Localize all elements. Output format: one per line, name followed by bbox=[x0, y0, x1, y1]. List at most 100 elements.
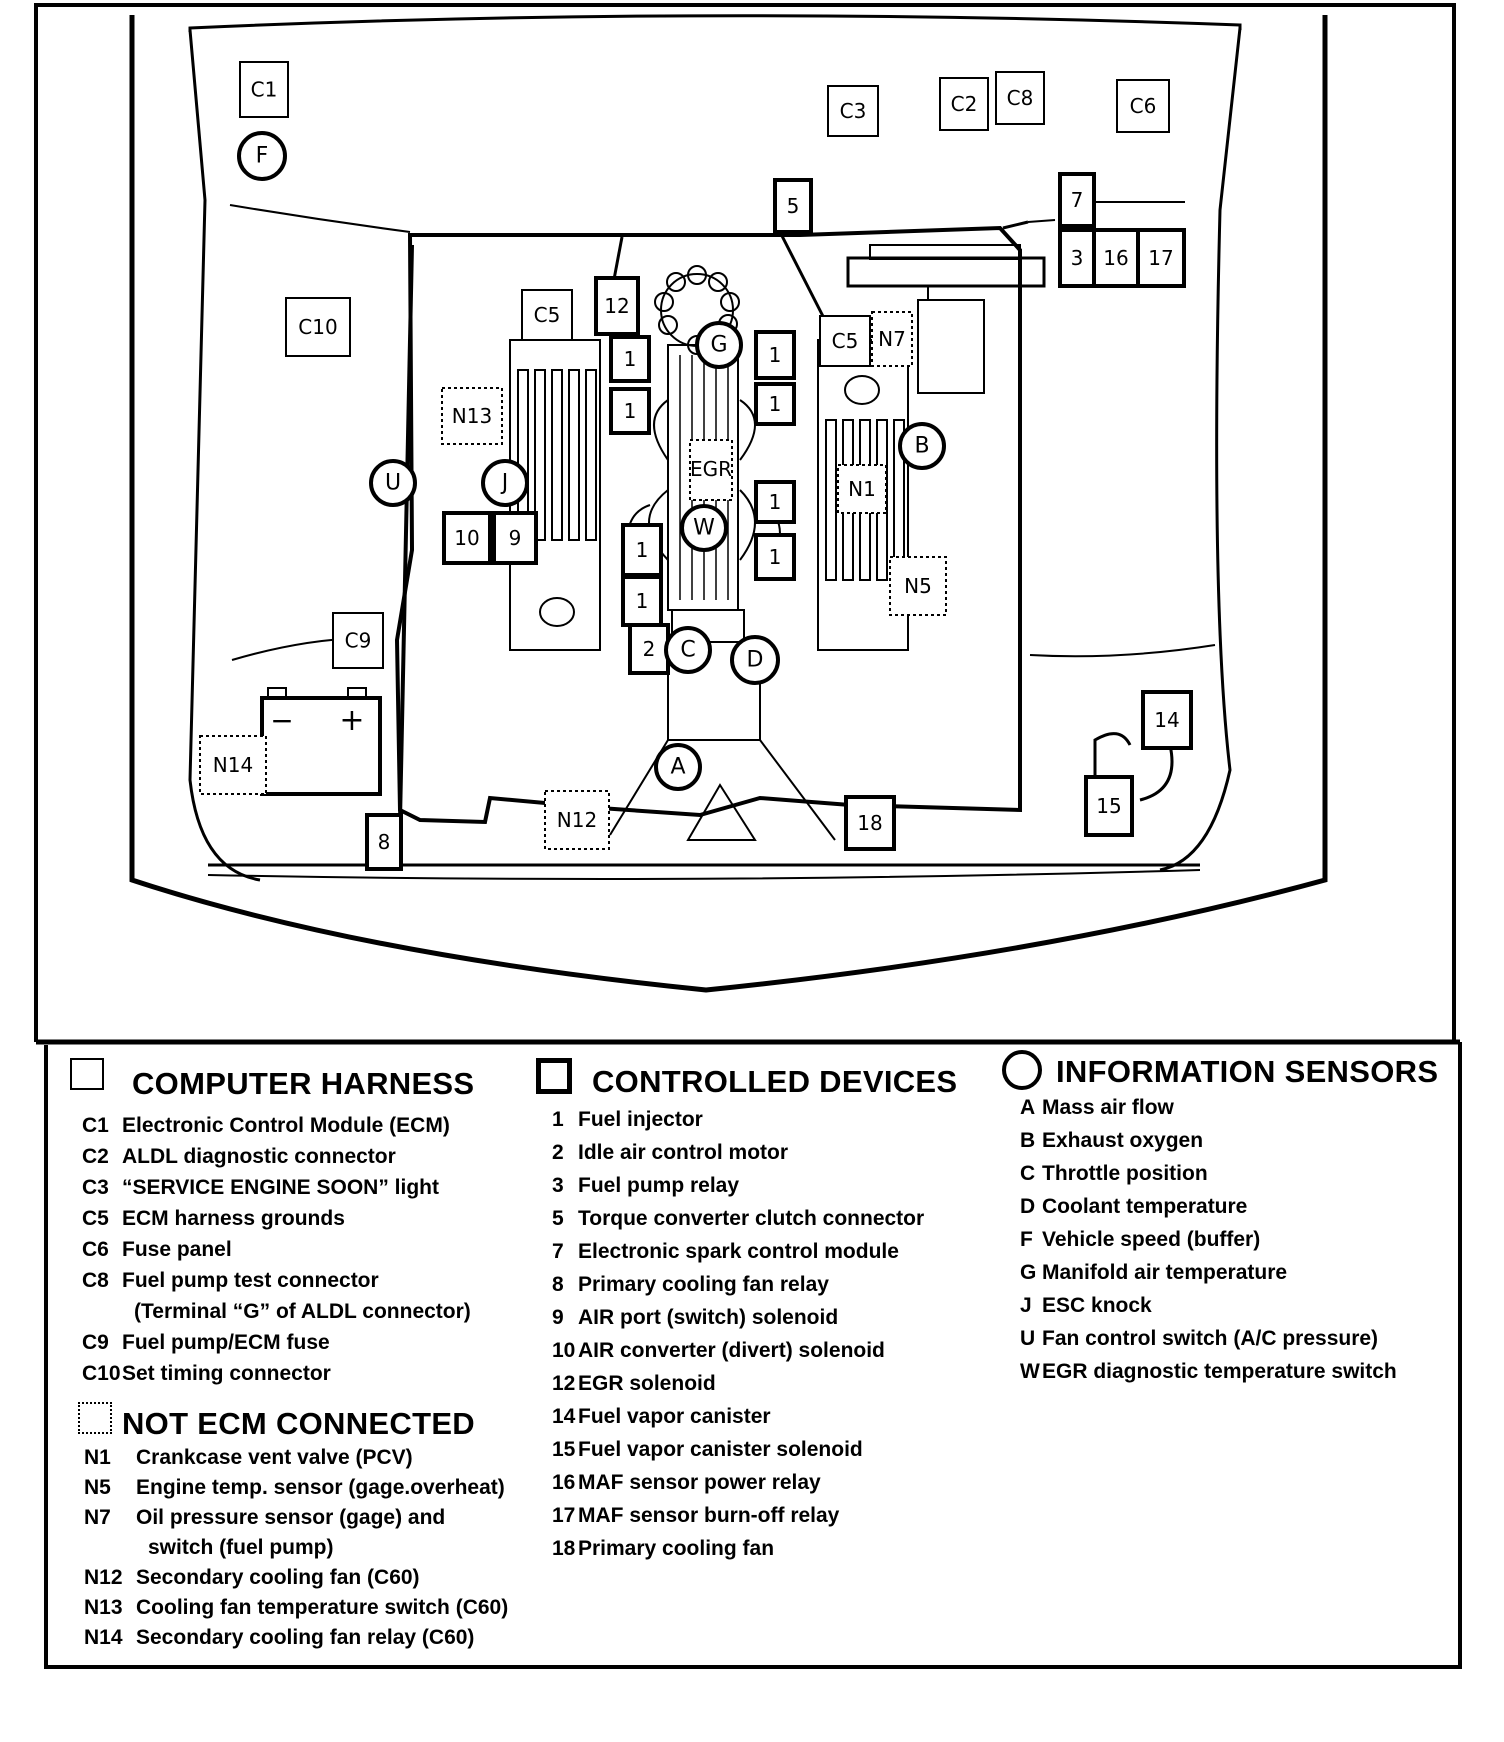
controlled-device-box bbox=[609, 335, 651, 383]
legend-item-code: U bbox=[1020, 1327, 1036, 1350]
legend-item-code: B bbox=[1020, 1129, 1036, 1152]
controlled-device-box bbox=[609, 387, 651, 435]
information-sensor-label: G bbox=[710, 333, 727, 358]
legend-item-text: Fuel pump relay bbox=[578, 1174, 740, 1197]
legend-item-code: 15 bbox=[552, 1438, 576, 1461]
legend-item: C5 ECM harness grounds bbox=[82, 1207, 552, 1238]
information-sensor-label: B bbox=[914, 434, 929, 459]
legend-item-text: Vehicle speed (buffer) bbox=[1042, 1228, 1261, 1251]
information-sensor-label: J bbox=[500, 471, 509, 496]
harness-connector-label: C6 bbox=[1130, 94, 1157, 118]
controlled-device-box bbox=[754, 382, 796, 426]
information-sensors-symbol bbox=[1002, 1050, 1042, 1090]
controlled-device-box bbox=[1092, 228, 1140, 288]
harness-connector-box bbox=[1116, 79, 1170, 133]
legend-item-text: Electronic spark control module bbox=[578, 1240, 899, 1263]
legend-item-code: N14 bbox=[84, 1626, 123, 1649]
legend-item-text: (Terminal “G” of ALDL connector) bbox=[134, 1300, 471, 1323]
controlled-device-label: 1 bbox=[636, 589, 649, 613]
information-sensor-circle bbox=[695, 321, 743, 369]
legend-item-code: 17 bbox=[552, 1504, 576, 1527]
controlled-device-label: 1 bbox=[769, 343, 782, 367]
controlled-device-label: 1 bbox=[769, 545, 782, 569]
information-sensor-label: A bbox=[670, 755, 685, 780]
legend-item-text: Primary cooling fan bbox=[578, 1537, 775, 1560]
controlled-device-box bbox=[1058, 228, 1096, 288]
not-ecm-box bbox=[544, 790, 610, 850]
harness-connector-label: C1 bbox=[251, 78, 278, 102]
legend-item-text: AIR converter (divert) solenoid bbox=[578, 1339, 885, 1362]
not-ecm-label: N12 bbox=[557, 808, 597, 832]
legend-item-code: F bbox=[1020, 1228, 1033, 1251]
legend-item-code: 14 bbox=[552, 1405, 576, 1428]
legend-title-controlled-devices: CONTROLLED DEVICES bbox=[592, 1064, 958, 1099]
legend-item-code: W bbox=[1020, 1360, 1040, 1383]
legend-item-text: Manifold air temperature bbox=[1042, 1261, 1288, 1284]
legend-item-text: Fuel pump test connector bbox=[122, 1269, 379, 1292]
legend-title-information-sensors: INFORMATION SENSORS bbox=[1056, 1054, 1439, 1089]
controlled-device-box bbox=[1141, 690, 1193, 750]
legend-item-code: D bbox=[1020, 1195, 1036, 1218]
legend-item-code: 5 bbox=[552, 1207, 564, 1230]
controlled-device-label: 9 bbox=[509, 526, 522, 550]
legend-item-text: MAF sensor burn-off relay bbox=[578, 1504, 840, 1527]
harness-connector-label: C10 bbox=[298, 315, 337, 339]
legend-item-text: EGR solenoid bbox=[578, 1372, 716, 1395]
legend-item-text: Exhaust oxygen bbox=[1042, 1129, 1204, 1152]
legend-item-text: Secondary cooling fan relay (C60) bbox=[136, 1626, 475, 1649]
controlled-device-box bbox=[621, 575, 663, 627]
harness-connector-box bbox=[939, 77, 989, 131]
legend-item-text: AIR port (switch) solenoid bbox=[578, 1306, 839, 1329]
information-sensor-circle bbox=[664, 626, 712, 674]
legend-item-text: ECM harness grounds bbox=[122, 1207, 345, 1230]
legend-item-code: 18 bbox=[552, 1537, 576, 1560]
information-sensor-circle bbox=[237, 131, 287, 181]
legend-item-code: C5 bbox=[82, 1207, 109, 1230]
legend-item-code: G bbox=[1020, 1261, 1037, 1284]
controlled-device-box bbox=[844, 795, 896, 851]
legend-item-text: Electronic Control Module (ECM) bbox=[122, 1114, 450, 1137]
legend-item-code: C8 bbox=[82, 1269, 109, 1292]
legend-item: C8 Fuel pump test connector bbox=[82, 1269, 552, 1300]
harness-connector-label: C8 bbox=[1007, 86, 1034, 110]
controlled-device-box bbox=[1084, 775, 1134, 837]
controlled-device-label: 1 bbox=[769, 490, 782, 514]
harness-connector-box bbox=[995, 71, 1045, 125]
not-ecm-box bbox=[837, 464, 887, 514]
information-sensor-label: W bbox=[693, 516, 715, 541]
harness-connector-box bbox=[819, 315, 871, 367]
controlled-device-label: 10 bbox=[454, 526, 479, 550]
legend-item-text: Engine temp. sensor (gage.overheat) bbox=[136, 1476, 505, 1499]
legend-item: C3“SERVICE ENGINE SOON” light bbox=[82, 1176, 552, 1207]
controlled-device-box bbox=[1136, 228, 1186, 288]
not-ecm-box bbox=[889, 556, 947, 616]
controlled-device-label: 7 bbox=[1071, 188, 1084, 212]
legend-item: F Vehicle speed (buffer) bbox=[1020, 1228, 1460, 1261]
controlled-device-label: 18 bbox=[857, 811, 882, 835]
legend-item-code: N12 bbox=[84, 1566, 123, 1589]
legend-item-code: C6 bbox=[82, 1238, 109, 1261]
legend-item-code: C3 bbox=[82, 1176, 109, 1199]
legend-item: switch (fuel pump) bbox=[84, 1536, 554, 1566]
information-sensor-label: F bbox=[256, 144, 269, 169]
battery-negative-label: − bbox=[270, 704, 293, 737]
legend-item-code: 12 bbox=[552, 1372, 576, 1395]
harness-connector-label: C2 bbox=[951, 92, 978, 116]
legend-item-text: ALDL diagnostic connector bbox=[122, 1145, 396, 1168]
harness-connector-box bbox=[239, 61, 289, 118]
